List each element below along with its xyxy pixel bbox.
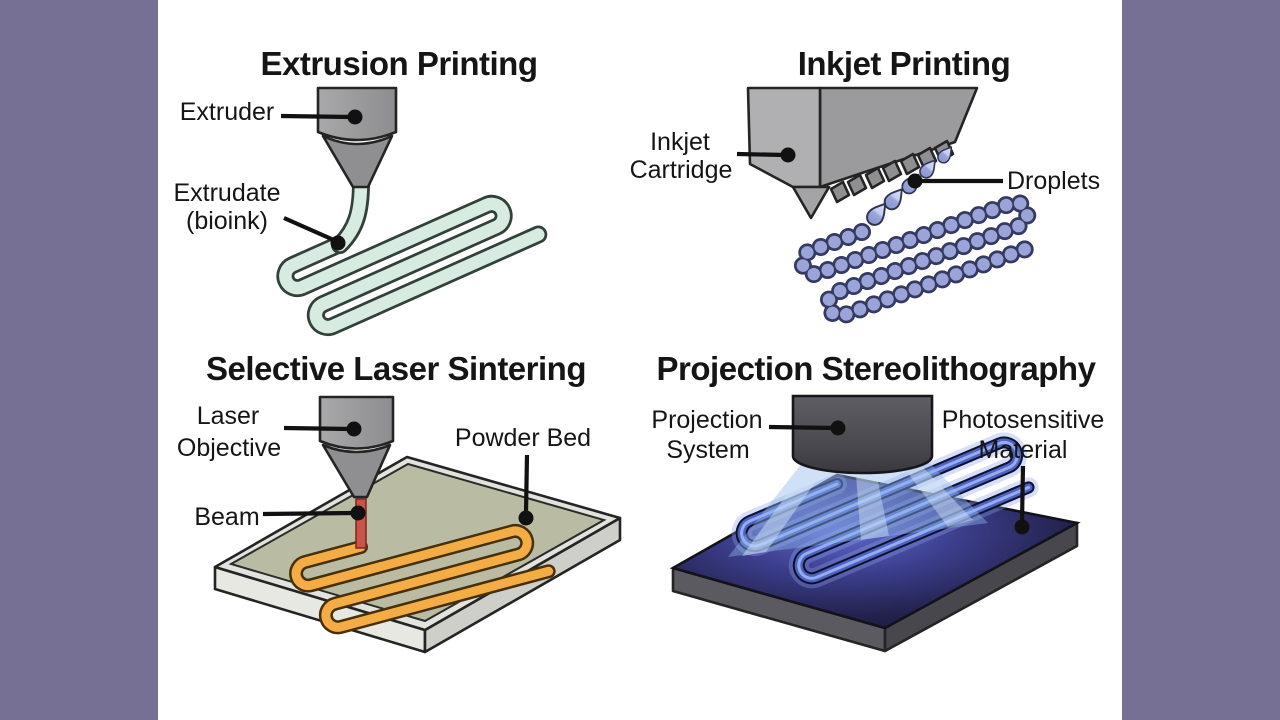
extrusion-panel: Extrusion Printing Extruder Extrudate (b… [173,45,548,337]
laser-objective-pointer-dot [346,421,362,437]
light-streak-right [899,460,973,527]
light-streak-left [742,460,831,556]
photosensitive-pointer-line [1019,465,1026,523]
inkjet-cartridge [746,86,979,220]
sintered-serpentine [289,523,556,635]
extrudate-pointer-dot [330,235,346,251]
inkjet-panel: Inkjet Printing [630,45,1100,325]
extrudate-label-line2: (bioink) [186,207,268,235]
cartridge-tip [791,185,831,220]
letterbox-left [0,0,158,720]
droplets-label: Droplets [1007,167,1100,195]
extruder-pointer-dot [347,109,363,125]
laser-cone [321,443,392,499]
light-streak-middle [855,462,889,540]
extrudate-label-line1: Extrudate [173,179,280,207]
laser-objective-label-line1: Laser [197,402,260,430]
cured-serpentine [731,432,1039,589]
extruder-pointer-line [280,113,353,120]
projection-system-pointer-dot [830,420,846,436]
cartridge-pointer-dot [780,147,796,163]
letterbox-right [1122,0,1280,720]
laser-objective-pointer-line [283,425,352,432]
sla-panel: Projection Stereolithography Projection … [651,350,1105,653]
extrusion-title: Extrusion Printing [260,45,537,82]
projection-system-pointer-line [768,424,835,431]
sintered-fill [291,526,554,632]
cartridge-label-line2: Cartridge [630,156,733,184]
extrudate-pointer-line [283,216,337,243]
ink-beads-fill [796,196,1044,322]
sls-title: Selective Laser Sintering [206,350,586,387]
extruder-cone [321,134,394,189]
projection-system-label-line2: System [666,436,749,464]
laser-beam [355,498,367,549]
photosensitive-label-line1: Photosensitive [942,406,1105,434]
photosensitive-label-line2: Material [979,436,1068,464]
cartridge-nozzle-fins [829,139,955,204]
bioink-serpentine [276,194,548,337]
sla-title: Projection Stereolithography [657,350,1097,387]
projection-system-label-line1: Projection [651,406,762,434]
photosensitive-pointer-dot [1014,519,1030,535]
cartridge-pointer-line [736,151,786,158]
cured-highlight [740,440,1031,580]
projection-light-cone [728,458,988,557]
beam-pointer-line [262,510,354,517]
sls-panel: Selective Laser Sintering Laser Objectiv… [177,350,622,654]
inkjet-title: Inkjet Printing [798,45,1011,82]
bioink-path-fill [279,197,545,334]
ink-bead-serpentine [793,193,1046,325]
projector-cylinder [791,394,934,475]
droplets-pointer-dot [907,173,923,189]
cartridge-label-line1: Inkjet [650,128,710,156]
light-cone-main [728,458,988,557]
beam-label: Beam [194,503,259,531]
powder-bed-pointer-dot [518,510,534,526]
laser-objective-label-line2: Objective [177,434,281,462]
beam-pointer-dot [350,505,366,521]
extruder-label: Extruder [180,98,274,126]
powder-bed-label: Powder Bed [455,424,591,452]
powder-bed-pointer-line [523,454,530,514]
